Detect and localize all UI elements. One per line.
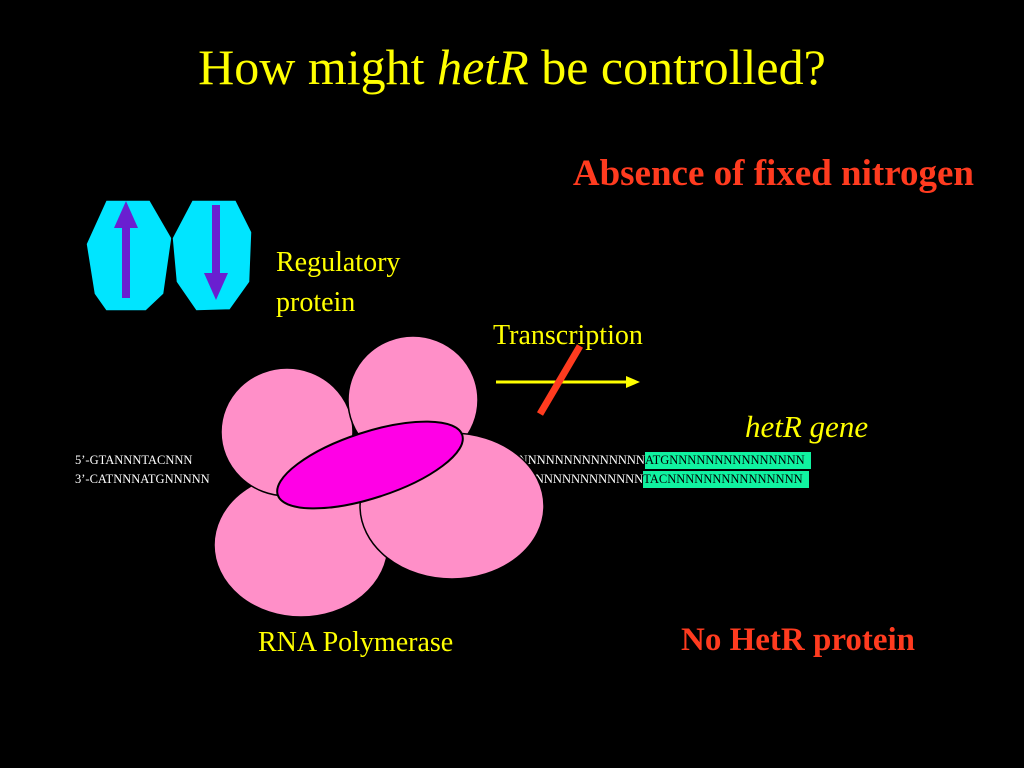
up-arrow-head-icon: [114, 201, 138, 228]
rna-polymerase-label: RNA Polymerase: [258, 627, 454, 658]
transcription-label: Transcription: [493, 320, 643, 351]
rna-polymerase: [213, 335, 545, 618]
block-slash-icon: [536, 344, 584, 416]
transcription-arrow-head-icon: [626, 376, 640, 388]
dna-bottom-strand-left: 3’-CATNNNATGNNNNN: [75, 472, 210, 486]
title-text-start: How might: [198, 39, 438, 95]
regulatory-label-line2: protein: [276, 287, 356, 318]
gene-label: hetR gene: [745, 409, 869, 444]
dna-bottom-strand-gene: TACNNNNNNNNNNNNNNN: [643, 471, 809, 488]
regulatory-protein-label: Regulatory protein: [276, 243, 400, 323]
polymerase-core: [276, 420, 464, 510]
slide-title: How might hetR be controlled?: [0, 42, 1024, 92]
dna-top-strand-left: 5’-GTANNNTACNNN: [75, 453, 193, 467]
title-text-end: be controlled?: [528, 39, 826, 95]
regulatory-label-line1: Regulatory: [276, 247, 401, 278]
title-gene-name: hetR: [437, 39, 529, 95]
condition-heading: Absence of fixed nitrogen: [572, 153, 974, 194]
transcription-arrow: [496, 344, 640, 416]
regulatory-protein: [85, 199, 253, 312]
outcome-label: No HetR protein: [681, 622, 916, 658]
down-arrow-head-icon: [204, 273, 228, 300]
dna-top-strand-gene: ATGNNNNNNNNNNNNNNN: [644, 452, 811, 469]
